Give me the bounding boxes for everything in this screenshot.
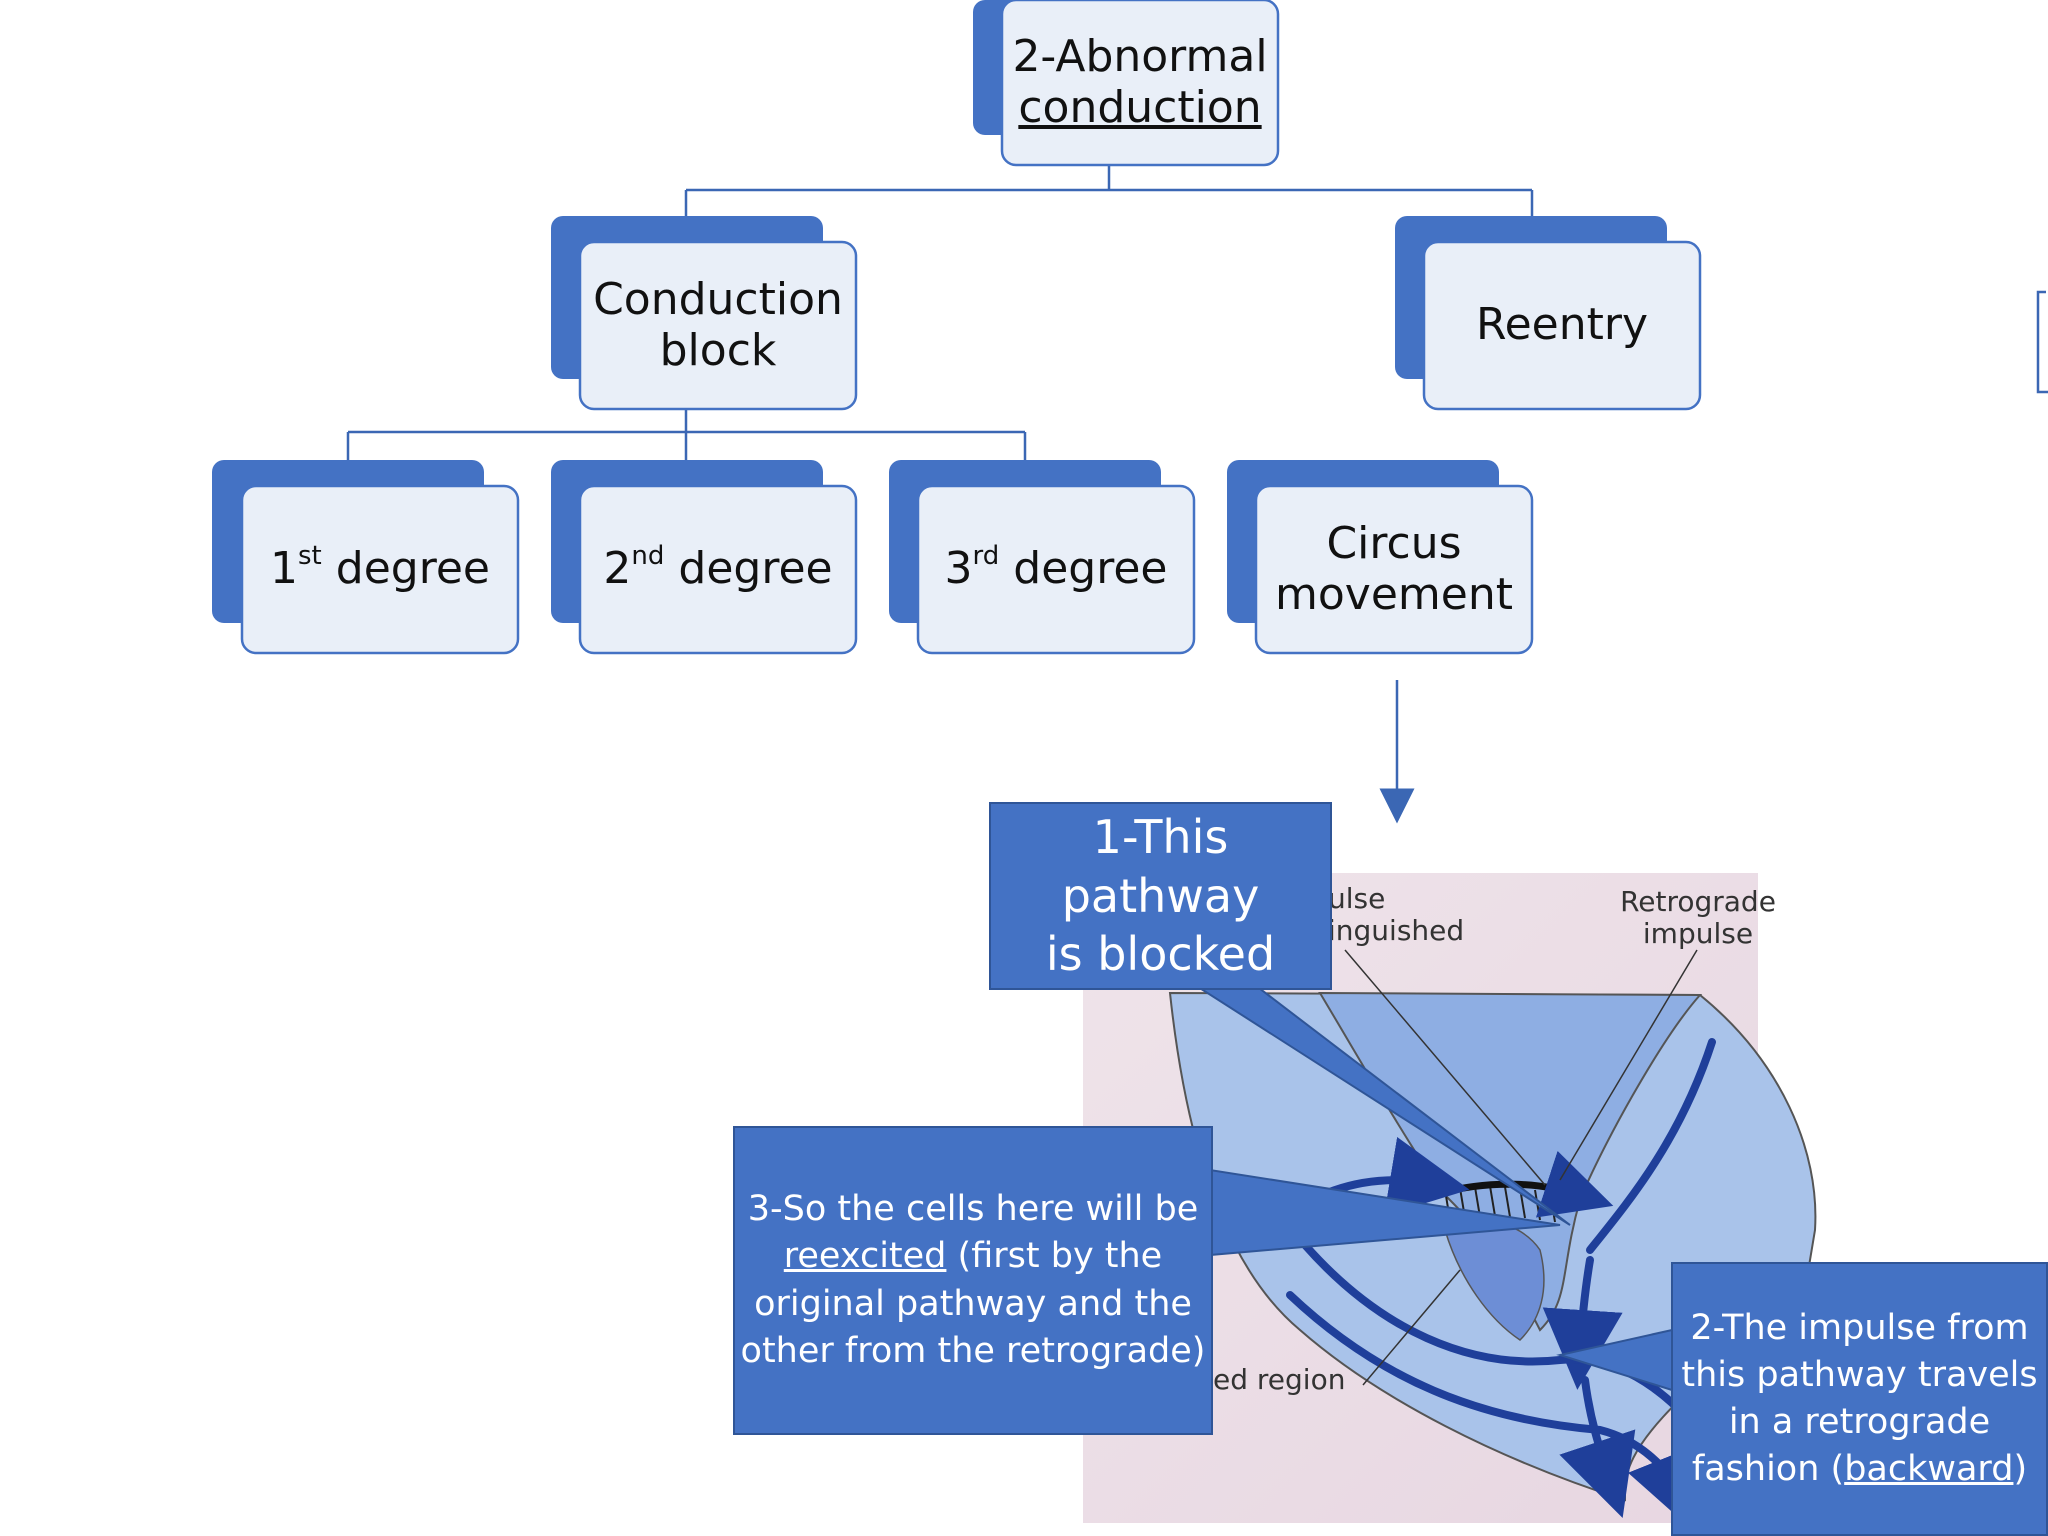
node-second-num: 2 <box>603 543 632 595</box>
figure-label-region-text: ed region <box>1213 1363 1346 1396</box>
callout-reexcited: 3-So the cells here will be reexcited (f… <box>733 1126 1213 1435</box>
node-first-num: 1 <box>270 543 299 595</box>
node-first-degree: 1st degree <box>242 486 518 653</box>
node-third-label: 3rd degree <box>944 541 1168 595</box>
node-circus-line2: movement <box>1275 568 1513 620</box>
edge-bracket <box>2036 290 2048 394</box>
node-shapes <box>212 0 1702 655</box>
node-abnormal-conduction: 2-Abnormal conduction <box>1002 0 1278 165</box>
callout-2-line2: this pathway travels <box>1681 1354 2038 1395</box>
figure-label-region: ed region <box>1213 1363 1346 1396</box>
callout-2-line3: in a retrograde <box>1728 1402 1991 1442</box>
node-circus-line1: Circus <box>1326 517 1462 569</box>
callout-3-line1: 3-So the cells here will be <box>747 1189 1199 1229</box>
figure-label-retrograde-line1: Retrograde <box>1620 885 1776 918</box>
callout-1-line1: 1-This pathway <box>1061 809 1260 923</box>
node-abnormal-line2: conduction <box>1018 81 1262 133</box>
node-first-word: degree <box>335 543 490 595</box>
node-first-label: 1st degree <box>270 541 490 595</box>
node-third-num: 3 <box>944 543 973 595</box>
node-reentry-label: Reentry <box>1475 299 1648 351</box>
node-conduction-line1: Conduction <box>593 273 843 325</box>
node-conduction-line2: block <box>659 324 777 376</box>
node-third-degree: 3rd degree <box>918 486 1194 653</box>
figure-label-retrograde: Retrograde impulse <box>1618 885 1778 951</box>
callout-3-part2: (first by the <box>957 1236 1163 1277</box>
callout-2-line4-post: ) <box>2013 1449 2028 1490</box>
callout-2-line1: 2-The impulse from <box>1690 1307 2029 1348</box>
node-second-word: degree <box>678 543 833 595</box>
node-second-label: 2nd degree <box>603 541 833 595</box>
figure-label-impulse-line1: ulse <box>1328 882 1386 915</box>
node-third-sup: rd <box>972 541 1000 572</box>
node-second-sup: nd <box>631 541 665 572</box>
connector-lines <box>346 166 1534 460</box>
node-circus-movement: Circus movement <box>1256 486 1532 653</box>
node-reentry: Reentry <box>1424 242 1700 409</box>
callout-pathway-blocked: 1-This pathway is blocked <box>989 802 1332 990</box>
node-third-word: degree <box>1013 543 1168 595</box>
callout-retrograde-impulse: 2-The impulse from this pathway travels … <box>1671 1262 2048 1536</box>
node-first-sup: st <box>298 541 322 572</box>
callout-2-line4-pre: fashion ( <box>1691 1449 1845 1490</box>
node-conduction-block: Conduction block <box>580 242 856 409</box>
callout-3-line4: other from the retrograde) <box>740 1330 1206 1371</box>
node-second-degree: 2nd degree <box>580 486 856 653</box>
callout-1-line2: is blocked <box>1045 927 1276 982</box>
figure-label-impulse-line2: inguished <box>1328 914 1465 948</box>
figure-label-impulse: ulse inguished <box>1328 882 1465 948</box>
callout-3-line3: original pathway and the <box>754 1283 1192 1324</box>
node-abnormal-line1: 2-Abnormal <box>1012 30 1268 82</box>
figure-label-retrograde-line2: impulse <box>1642 917 1754 951</box>
callout-3-underlined: reexcited <box>783 1236 947 1277</box>
callout-2-underlined: backward <box>1844 1449 2014 1490</box>
callout-3-line2: reexcited (first by the <box>784 1233 1162 1280</box>
callout-2-line4: fashion (backward) <box>1692 1446 2027 1493</box>
